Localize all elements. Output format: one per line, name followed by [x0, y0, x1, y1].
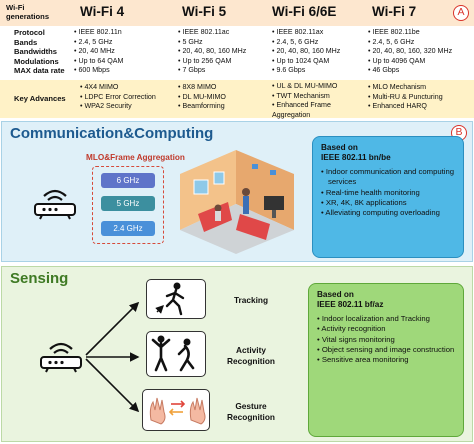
generations-label: Wi-Fi generations	[6, 3, 50, 21]
advance-item: MLO Mechanism	[368, 83, 443, 93]
sensing-arrows	[85, 301, 140, 413]
spec-labels: Protocol Bands Bandwidths Modulations MA…	[14, 28, 65, 76]
list-item: Vital signs monitoring	[317, 335, 455, 345]
sens-info-list: Indoor localization and Tracking Activit…	[317, 314, 455, 366]
wifi5-advances: 8X8 MIMO DL MU-MIMO Beamforming	[178, 83, 226, 112]
wifi7-advances: MLO Mechanism Multi-RU & Puncturing Enha…	[368, 83, 443, 112]
sensing-info-box: Based on IEEE 802.11 bf/az Indoor locali…	[308, 283, 464, 437]
advance-item: WPA2 Security	[80, 102, 156, 112]
tracking-illustration	[146, 279, 206, 319]
sensing-section: Sensing	[1, 266, 473, 442]
label-gesture-recognition: Gesture Recognition	[227, 401, 275, 422]
wifi4-header: Wi-Fi 4	[80, 4, 125, 19]
spec-value: IEEE 802.11ax	[272, 28, 340, 38]
spec-value: Up to 1024 QAM	[272, 57, 340, 67]
wifi6-advances: UL & DL MU-MIMO TWT Mechanism Enhanced F…	[272, 82, 364, 120]
spec-label-bands: Bands	[14, 37, 38, 47]
label-activity-recognition: Activity Recognition	[227, 345, 275, 366]
wifi4-specs: IEEE 802.11n 2.4, 5 GHz 20, 40 MHz Up to…	[74, 28, 123, 76]
spec-label-bandwidths: Bandwidths	[14, 47, 58, 57]
label-tracking: Tracking	[233, 295, 269, 305]
wifi5-specs: IEEE 802.11ac 5 GHz 20, 40, 80, 160 MHz …	[178, 28, 246, 76]
list-item: Alleviating computing overloading	[321, 208, 455, 218]
spec-value: 46 Gbps	[368, 66, 452, 76]
comm-info-list: Indoor communication and computing servi…	[321, 167, 455, 219]
sensing-title: Sensing	[10, 270, 69, 287]
spec-value: 7 Gbps	[178, 66, 246, 76]
hand-gesture-icon	[149, 397, 206, 425]
smart-room-illustration	[180, 150, 294, 254]
spec-label-protocol: Protocol	[14, 28, 45, 37]
wifi-comparison-table: Wi-Fi generations Wi-Fi 4 Wi-Fi 5 Wi-Fi …	[0, 0, 474, 120]
router-icon	[40, 342, 82, 373]
wifi5-header: Wi-Fi 5	[182, 4, 227, 19]
person-activity-icon	[151, 335, 195, 372]
list-item: Object sensing and image construction	[317, 345, 455, 355]
advance-item: Enhanced Frame Aggregation	[272, 101, 364, 120]
advance-item: Multi-RU & Puncturing	[368, 93, 442, 103]
sens-standard: IEEE 802.11 bf/az	[317, 300, 384, 310]
spec-label-max-rate: MAX data rate	[14, 66, 65, 76]
spec-value: 2.4, 5, 6 GHz	[368, 38, 452, 48]
advance-item: 8X8 MIMO	[178, 83, 226, 93]
list-item: Indoor localization and Tracking	[317, 314, 455, 324]
advance-item: LDPC Error Correction	[80, 93, 155, 103]
band-6ghz: 6 GHz	[101, 173, 155, 188]
spec-value: 2.4, 5 GHz	[74, 38, 123, 48]
spec-value: Up to 64 QAM	[74, 57, 123, 67]
mlo-label: MLO&Frame Aggregation	[86, 153, 185, 162]
advance-item: TWT Mechanism	[272, 92, 364, 102]
advance-item: UL & DL MU-MIMO	[272, 82, 364, 92]
comm-based-on: Based on	[321, 143, 358, 152]
wifi6-specs: IEEE 802.11ax 2.4, 5, 6 GHz 20, 40, 80, …	[272, 28, 340, 76]
wifi6-header: Wi-Fi 6/6E	[272, 4, 337, 19]
communication-title: Communication&Computing	[10, 125, 214, 142]
list-item: Activity recognition	[317, 324, 455, 334]
spec-value: Up to 256 QAM	[178, 57, 246, 67]
activity-illustration	[146, 331, 206, 377]
spec-label-modulations: Modulations	[14, 56, 59, 66]
communication-section: Communication&Computing B MLO&Frame Aggr…	[1, 121, 473, 262]
spec-value: 2.4, 5, 6 GHz	[272, 38, 340, 48]
table-header-row: Wi-Fi generations Wi-Fi 4 Wi-Fi 5 Wi-Fi …	[0, 0, 474, 26]
communication-info-box: Based on IEEE 802.11 bn/be Indoor commun…	[312, 136, 464, 258]
walking-person-icon	[155, 282, 185, 316]
key-advances-label: Key Advances	[14, 94, 66, 103]
advance-item: 4X4 MIMO	[80, 83, 156, 93]
spec-value: IEEE 802.11be	[368, 28, 452, 38]
spec-value: 600 Mbps	[74, 66, 123, 76]
spec-value: Up to 4096 QAM	[368, 57, 452, 67]
wifi7-header: Wi-Fi 7	[372, 4, 417, 19]
comm-standard: IEEE 802.11 bn/be	[321, 153, 391, 163]
band-24ghz: 2.4 GHz	[101, 221, 155, 236]
spec-value: 20, 40 MHz	[74, 47, 123, 57]
spec-value: IEEE 802.11n	[74, 28, 123, 38]
advance-item: Enhanced HARQ	[368, 102, 443, 112]
router-icon	[34, 189, 76, 220]
badge-a: A	[453, 5, 469, 21]
band-stack: 6 GHz 5 GHz 2.4 GHz	[92, 166, 164, 244]
spec-value: 9.6 Gbps	[272, 66, 340, 76]
list-item: Indoor communication and computing servi…	[321, 167, 455, 188]
spec-value: 20, 40, 80, 160, 320 MHz	[368, 47, 452, 57]
gesture-illustration	[142, 389, 210, 431]
wifi4-advances: 4X4 MIMO LDPC Error Correction WPA2 Secu…	[80, 83, 156, 112]
specs-row: Protocol Bands Bandwidths Modulations MA…	[0, 26, 474, 80]
list-item: Sensitive area monitoring	[317, 355, 455, 365]
spec-value: IEEE 802.11ac	[178, 28, 246, 38]
advance-item: DL MU-MIMO	[178, 93, 225, 103]
spec-value: 20, 40, 80, 160 MHz	[178, 47, 246, 57]
wifi7-specs: IEEE 802.11be 2.4, 5, 6 GHz 20, 40, 80, …	[368, 28, 452, 76]
key-advances-row: Key Advances 4X4 MIMO LDPC Error Correct…	[0, 80, 474, 120]
advance-item: Beamforming	[178, 102, 226, 112]
sens-based-on: Based on	[317, 290, 354, 299]
list-item: Real-time health monitoring	[321, 188, 455, 198]
band-5ghz: 5 GHz	[101, 196, 155, 211]
list-item: XR, 4K, 8K applications	[321, 198, 455, 208]
spec-value: 20, 40, 80, 160 MHz	[272, 47, 340, 57]
spec-value: 5 GHz	[178, 38, 246, 48]
